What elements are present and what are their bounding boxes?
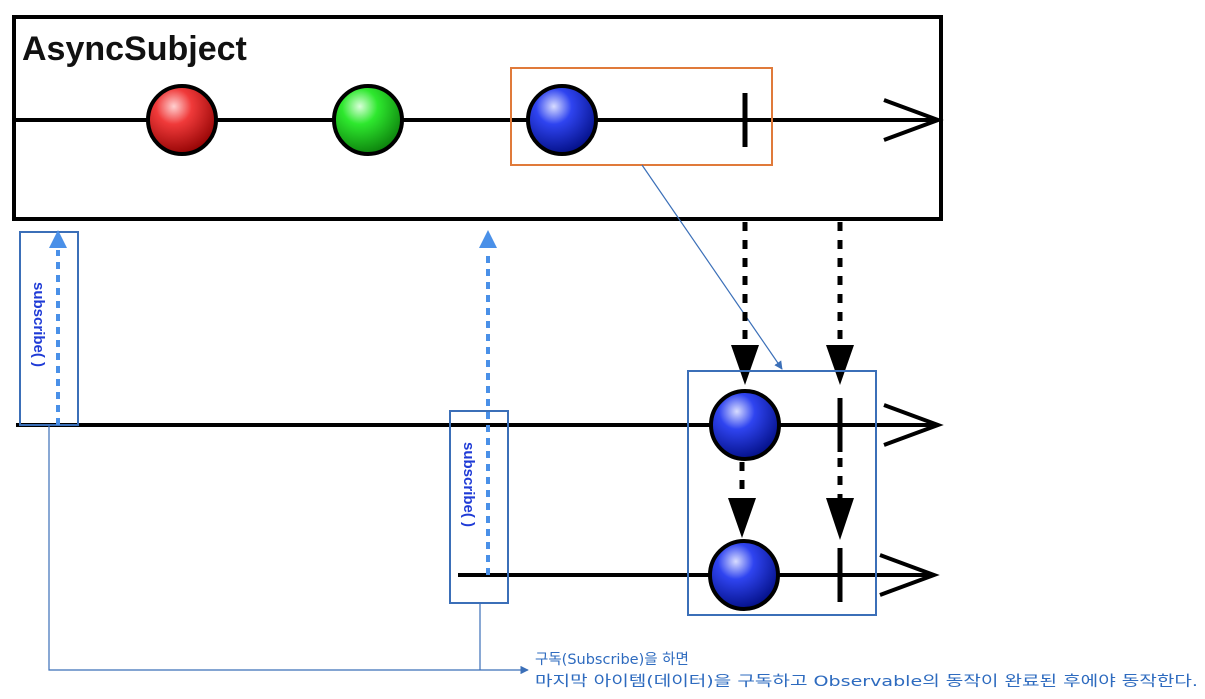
subscribe-box-1 xyxy=(19,231,79,426)
up-arrow-icon xyxy=(479,230,497,248)
subscribe-arrow-2: subscribe( ) xyxy=(449,230,509,604)
observer-1-timeline xyxy=(16,389,944,461)
blue-item xyxy=(526,84,598,156)
blue-item xyxy=(709,389,781,461)
timeline-arrowhead-icon xyxy=(883,403,944,447)
subscribe-label-2: subscribe( ) xyxy=(460,442,477,527)
subscribe-label-1: subscribe( ) xyxy=(30,282,47,367)
green-item xyxy=(332,84,404,156)
last-item-highlight xyxy=(510,67,773,166)
source-timeline xyxy=(16,84,944,156)
subscribe-box-2 xyxy=(449,410,509,604)
note-line-2: 마지막 아이템(데이터)을 구독하고 Observable의 동작이 완료된 후… xyxy=(535,673,1198,690)
up-arrow-icon xyxy=(49,230,67,248)
subscribe-arrow-1: subscribe( ) xyxy=(19,230,79,426)
result-highlight xyxy=(687,370,877,616)
observer-2-timeline xyxy=(458,539,940,611)
emission-drop-lines xyxy=(731,222,854,385)
note-connector xyxy=(48,425,529,675)
blue-item xyxy=(708,539,780,611)
note-line-1: 구독(Subscribe)을 하면 xyxy=(535,651,689,668)
callout-arrow xyxy=(641,164,783,370)
timeline-arrowhead-icon xyxy=(879,553,940,597)
diagram-title: AsyncSubject xyxy=(22,30,247,68)
red-item xyxy=(146,84,218,156)
timeline-arrowhead-icon xyxy=(883,98,944,142)
replay-drop-lines xyxy=(728,458,854,540)
